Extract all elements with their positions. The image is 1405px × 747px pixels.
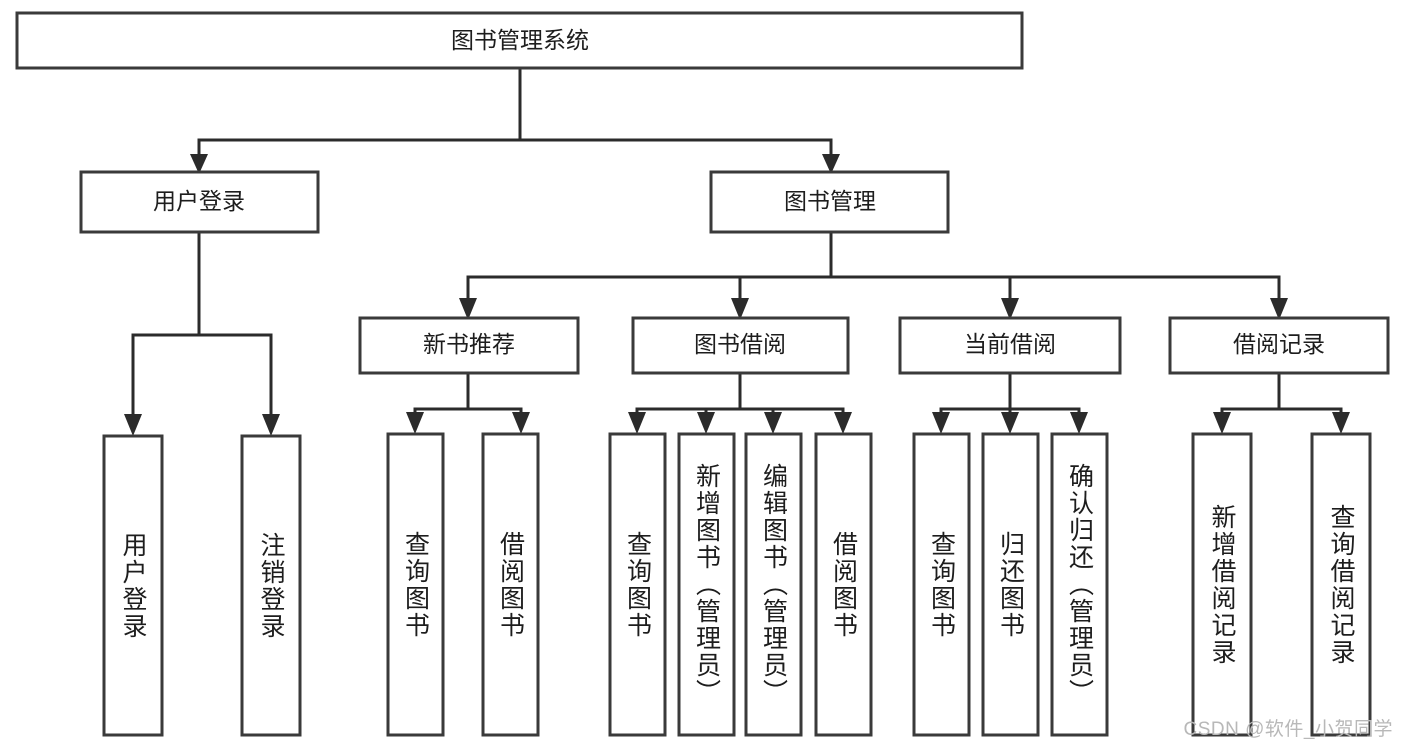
node-root-box[interactable] bbox=[15, 11, 1024, 70]
arrow-head-current-borrow-leaf-3 bbox=[1070, 412, 1088, 434]
arrow-head-book-borrow-leaf-2 bbox=[697, 412, 715, 434]
node-borrow-record-box[interactable] bbox=[1168, 316, 1390, 375]
node-book-management[interactable]: 图书管理 bbox=[709, 170, 950, 234]
arrow-head-borrow-record-leaf-2 bbox=[1332, 412, 1350, 434]
node-leaf-query-book-3-box[interactable] bbox=[912, 432, 971, 737]
arrow-head-book-manage bbox=[822, 154, 840, 174]
connector-group-book-manage-to-level3 bbox=[459, 230, 1288, 320]
node-leaf-confirm-return-box[interactable] bbox=[1050, 432, 1109, 737]
node-new-book-recommend-box[interactable] bbox=[358, 316, 580, 375]
connector-group-new-book-to-leaves bbox=[406, 371, 530, 434]
node-new-book-recommend-label: 新书推荐 bbox=[423, 331, 515, 357]
connector-group-book-borrow-to-leaves bbox=[628, 371, 852, 434]
node-current-borrow[interactable]: 当前借阅 bbox=[898, 316, 1122, 375]
node-book-management-label: 图书管理 bbox=[784, 188, 876, 214]
node-leaf-query-book-1-box[interactable] bbox=[386, 432, 445, 737]
node-borrow-record[interactable]: 借阅记录 bbox=[1168, 316, 1390, 375]
node-leaf-user-login-box[interactable] bbox=[102, 434, 164, 737]
connector-group-current-borrow-to-leaves bbox=[932, 371, 1088, 434]
node-leaf-add-record-box[interactable] bbox=[1191, 432, 1253, 737]
arrow-head-book-borrow bbox=[731, 298, 749, 320]
arrow-head-new-book-leaf-2 bbox=[512, 412, 530, 434]
arrow-head-current-borrow bbox=[1001, 298, 1019, 320]
node-current-borrow-label: 当前借阅 bbox=[964, 331, 1056, 357]
node-leaf-edit-book-box[interactable] bbox=[744, 432, 803, 737]
arrow-head-user-login bbox=[190, 154, 208, 174]
node-root-label: 图书管理系统 bbox=[451, 27, 589, 53]
arrow-head-current-borrow-leaf-2 bbox=[1001, 412, 1019, 434]
csdn-watermark: CSDN @软件_小贺同学 bbox=[1183, 719, 1393, 740]
node-leaf-query-book-2-box[interactable] bbox=[608, 432, 667, 737]
arrow-head-new-book-leaf-1 bbox=[406, 412, 424, 434]
node-leaf-borrow-book-1-box[interactable] bbox=[481, 432, 540, 737]
node-borrow-record-label: 借阅记录 bbox=[1233, 331, 1325, 357]
node-book-borrow-label: 图书借阅 bbox=[694, 331, 786, 357]
arrow-head-borrow-record-leaf-1 bbox=[1213, 412, 1231, 434]
node-book-borrow-box[interactable] bbox=[631, 316, 850, 375]
node-leaf-query-record-box[interactable] bbox=[1310, 432, 1372, 737]
node-leaf-return-book-box[interactable] bbox=[981, 432, 1040, 737]
node-leaf-add-book-box[interactable] bbox=[677, 432, 736, 737]
node-user-login-label: 用户登录 bbox=[153, 188, 245, 214]
node-leaf-logout-box[interactable] bbox=[240, 434, 302, 737]
node-book-management-box[interactable] bbox=[709, 170, 950, 234]
arrow-head-user-login-leaf-2 bbox=[262, 414, 280, 436]
node-book-borrow[interactable]: 图书借阅 bbox=[631, 316, 850, 375]
node-new-book-recommend[interactable]: 新书推荐 bbox=[358, 316, 580, 375]
arrow-head-borrow-record bbox=[1270, 298, 1288, 320]
connector-group-user-login-to-leaves bbox=[124, 230, 280, 436]
connector-group-root-to-level2 bbox=[190, 66, 840, 174]
arrow-head-new-book bbox=[459, 298, 477, 320]
node-user-login[interactable]: 用户登录 bbox=[79, 170, 320, 234]
node-leaf-borrow-book-2-box[interactable] bbox=[814, 432, 873, 737]
node-user-login-box[interactable] bbox=[79, 170, 320, 234]
node-root-book-management-system[interactable]: 图书管理系统 bbox=[15, 11, 1024, 70]
arrow-head-user-login-leaf-1 bbox=[124, 414, 142, 436]
arrow-head-current-borrow-leaf-1 bbox=[932, 412, 950, 434]
arrow-head-book-borrow-leaf-1 bbox=[628, 412, 646, 434]
arrow-head-book-borrow-leaf-3 bbox=[764, 412, 782, 434]
arrow-head-book-borrow-leaf-4 bbox=[834, 412, 852, 434]
node-current-borrow-box[interactable] bbox=[898, 316, 1122, 375]
connector-group-borrow-record-to-leaves bbox=[1213, 371, 1350, 434]
